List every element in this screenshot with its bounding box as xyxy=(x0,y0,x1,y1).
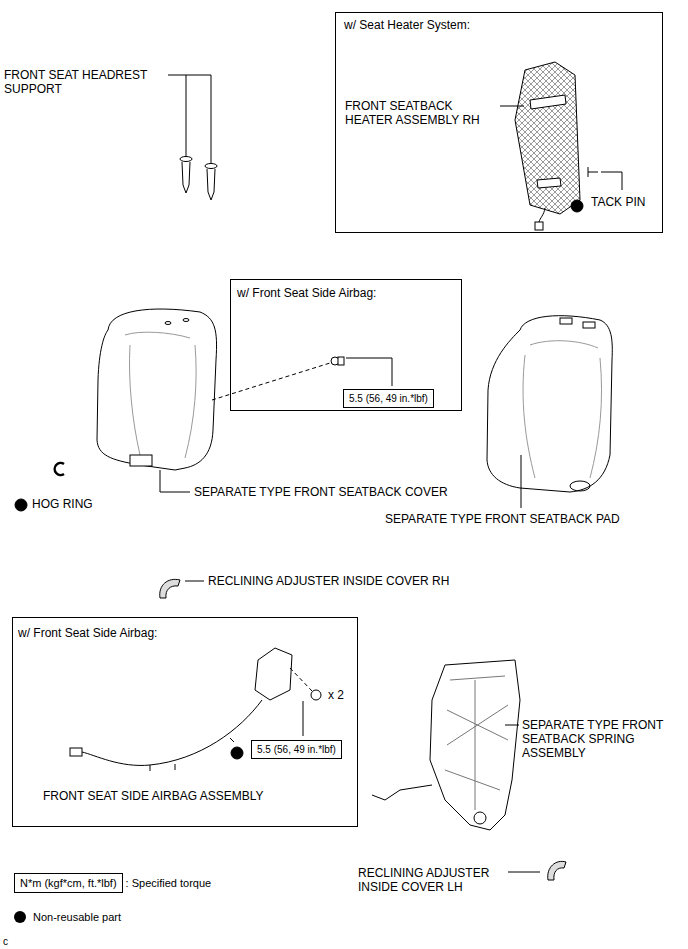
option-box: w/ Front Seat Side Airbag: 5.5 (56, 49 in… xyxy=(230,279,462,411)
part-name: FRONT SEAT HEADREST SUPPORT xyxy=(4,68,154,96)
part-name: FRONT SEATBACK HEATER ASSEMBLY RH xyxy=(345,99,495,127)
box-heading: w/ Front Seat Side Airbag: xyxy=(18,626,157,640)
box-heading: w/ Front Seat Side Airbag: xyxy=(237,286,376,300)
option-box: w/ Seat Heater System: FRONT SEATBACK HEA… xyxy=(335,12,663,233)
box-heading: N*m (kgf*cm, ft.*lbf) xyxy=(20,876,117,890)
figure-code: c xyxy=(3,935,8,949)
box-heading: 5.5 (56, 49 in.*lbf) xyxy=(349,392,428,405)
box-heading: 5.5 (56, 49 in.*lbf) xyxy=(257,743,336,756)
legend-torque-box: N*m (kgf*cm, ft.*lbf) xyxy=(14,873,123,893)
option-box: w/ Front Seat Side Airbag: x 2 FRONT SEAT … xyxy=(12,617,358,827)
legend-text: : Specified torque xyxy=(126,876,212,890)
part-name: SEPARATE TYPE FRONT SEATBACK COVER xyxy=(194,485,448,499)
part-name: HOG RING xyxy=(32,497,93,511)
torque-box: 5.5 (56, 49 in.*lbf) xyxy=(251,740,342,759)
box-heading: w/ Seat Heater System: xyxy=(344,18,470,32)
part-name: RECLINING ADJUSTER INSIDE COVER LH xyxy=(358,866,503,894)
part-name: SEPARATE TYPE FRONT SEATBACK SPRING ASSE… xyxy=(522,718,677,760)
legend-symbol xyxy=(14,911,26,923)
part-name: SEPARATE TYPE FRONT SEATBACK PAD xyxy=(385,512,620,526)
part-name: RECLINING ADJUSTER INSIDE COVER RH xyxy=(208,574,449,588)
part-name: x 2 xyxy=(328,688,344,702)
torque-box: 5.5 (56, 49 in.*lbf) xyxy=(343,389,434,408)
part-name: FRONT SEAT SIDE AIRBAG ASSEMBLY xyxy=(43,789,264,803)
legend-text: Non-reusable part xyxy=(33,910,121,924)
part-name: TACK PIN xyxy=(591,195,645,209)
